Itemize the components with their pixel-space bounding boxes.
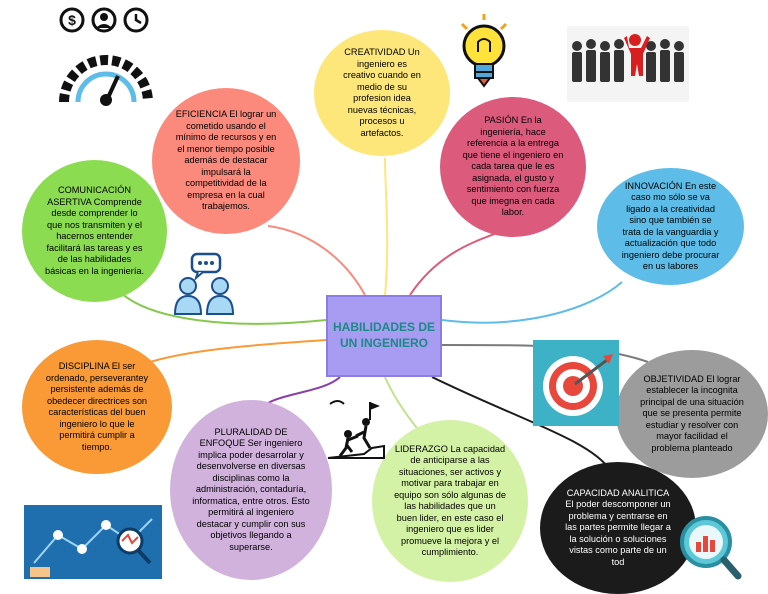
svg-text:$: $ [68,12,76,28]
connector-innovacion [441,281,623,324]
bubble-eficiencia-text: EFICIENCIA El lograr un cometido usando … [175,109,277,212]
bubble-eficiencia: EFICIENCIA El lograr un cometido usando … [152,88,300,234]
connector-creatividad [384,157,389,296]
bubble-disciplina-text: DISCIPLINA El ser ordenado, perseverante… [45,361,149,452]
standout-person-crowd-icon [567,26,689,102]
bubble-disciplina: DISCIPLINA El ser ordenado, perseverante… [22,340,172,474]
dollar-user-clock-gauge-icon: $ [59,7,153,106]
connector-comunicacion [119,291,327,325]
bubble-liderazgo: LIDERAZGO La capacidad de anticiparse a … [372,420,528,582]
central-title: HABILIDADES DE UN INGENIERO [332,320,435,350]
bubble-innovacion-text: INNOVACIÓN En este caso mo sólo se va li… [621,180,720,272]
magnifier-chart-icon [680,516,742,580]
bubble-creatividad-text: CREATIVIDAD Un ingeniero es creativo cua… [343,47,421,138]
lightbulb-icon [460,14,508,88]
connector-eficiencia [267,225,366,296]
bubble-innovacion: INNOVACIÓN En este caso mo sólo se va li… [597,168,744,285]
bubble-objetividad-text: OBJETIVIDAD El lograr establecer la inco… [640,373,744,453]
bubble-liderazgo-text: LIDERAZGO La capacidad de anticiparse a … [394,443,506,558]
connector-disciplina [149,339,327,363]
chat-people-icon [173,252,235,315]
bubble-pluralidad: PLURALIDAD DE ENFOQUE Ser ingeniero impl… [170,400,332,580]
bubble-pluralidad-text: PLURALIDAD DE ENFOQUE Ser ingeniero impl… [192,426,310,552]
central-node: HABILIDADES DE UN INGENIERO [326,295,442,377]
target-arrow-icon [533,340,619,426]
bubble-pasion: PASIÓN En la ingeniería, hace referencia… [440,97,586,237]
bubble-comunicacion-text: COMUNICACIÓN ASERTIVA Comprende desde co… [44,185,145,276]
connector-capacidad [431,376,611,471]
bubble-capacidad: CAPACIDAD ANALITICA El poder descomponer… [540,462,696,594]
bubble-comunicacion: COMUNICACIÓN ASERTIVA Comprende desde co… [22,160,167,302]
bubble-creatividad: CREATIVIDAD Un ingeniero es creativo cua… [314,30,450,156]
climbing-team-flag-icon [327,400,385,459]
connector-pasion [409,229,506,296]
bubble-objetividad: OBJETIVIDAD El lograr establecer la inco… [616,350,768,478]
bubble-pasion-text: PASIÓN En la ingeniería, hace referencia… [462,115,564,218]
bubble-capacidad-text: CAPACIDAD ANALITICA El poder descomponer… [565,487,671,567]
analytics-network-icon [24,505,162,579]
